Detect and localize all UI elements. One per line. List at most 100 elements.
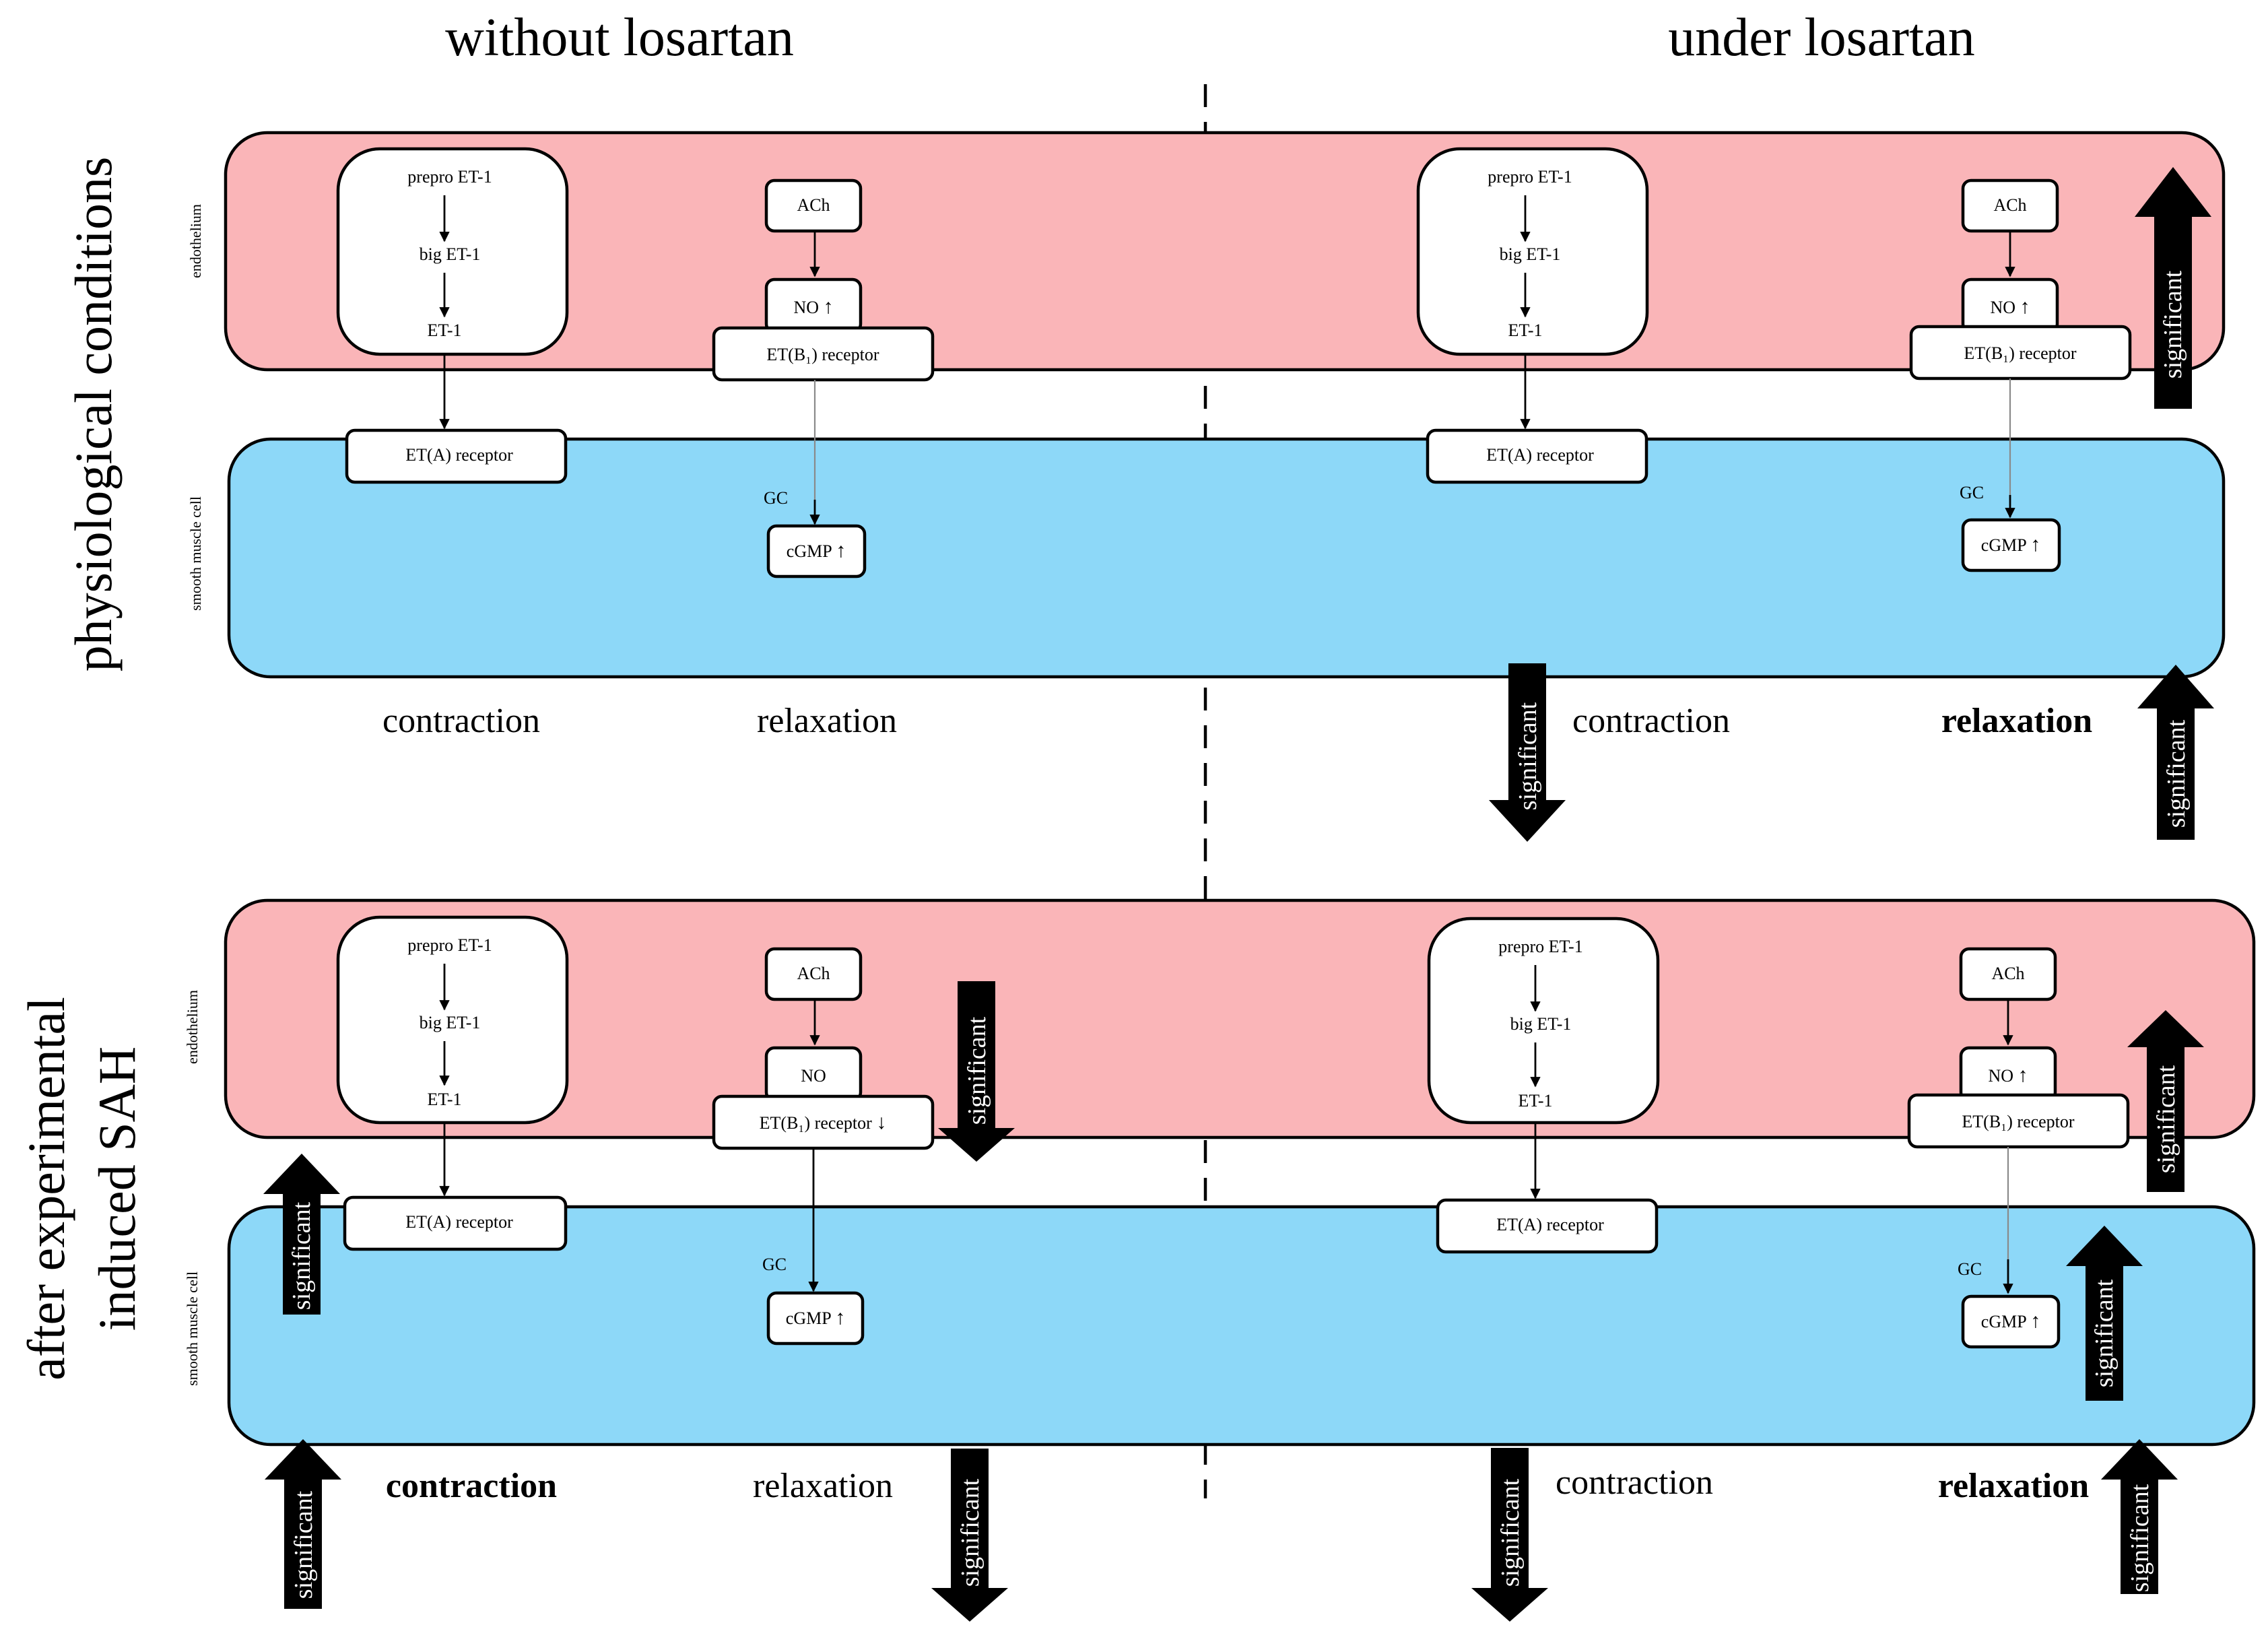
relaxation-outcome: relaxation	[753, 1467, 893, 1505]
prepro-et1-label: prepro ET-1	[1498, 937, 1582, 956]
significant-label: significant	[2090, 1279, 2119, 1387]
significant-down-arrow-contraction: significant	[1489, 663, 1566, 842]
eta-receptor-box	[345, 428, 568, 484]
top-row: endothelium smooth muscle cell prepro ET…	[187, 131, 2226, 842]
no-up-indicator: ↑	[2020, 296, 2030, 318]
endothelium-band-bottom	[224, 898, 2256, 1139]
ach-label: ACh	[1993, 195, 2026, 215]
no-label: NO ↑	[1988, 1064, 2028, 1086]
significant-up-arrow-cgmp: significant	[2066, 1226, 2143, 1401]
big-et1-label: big ET-1	[1510, 1014, 1572, 1034]
endothelium-band-top	[224, 131, 2226, 372]
eta-receptor-label: ET(A) receptor	[1496, 1215, 1604, 1234]
et1-label: ET-1	[427, 321, 461, 340]
etb1-receptor-label: ET(B₁) receptor	[766, 345, 879, 364]
smooth-muscle-band-bottom	[227, 1205, 2256, 1447]
et1-synthesis-box	[1416, 147, 1649, 356]
cgmp-box	[766, 1291, 865, 1346]
cgmp-box	[1961, 518, 2061, 572]
cgmp-label: cGMP ↑	[786, 1306, 845, 1329]
significant-label: significant	[288, 1201, 316, 1310]
no-label: NO ↑	[1990, 296, 2030, 318]
etb1-receptor-label: ET(B₁) receptor ↓	[760, 1111, 887, 1133]
etb1-receptor-box	[712, 1094, 935, 1150]
cgmp-up-indicator: ↑	[2030, 1310, 2040, 1332]
gc-label: GC	[762, 1255, 787, 1274]
row-header-physiological-conditions: physiological conditions	[64, 157, 123, 672]
column-header-under-losartan: under losartan	[1668, 8, 1974, 67]
bottom-row: endothelium smooth muscle cell prepro ET…	[184, 898, 2256, 1622]
cgmp-box	[1961, 1294, 2061, 1349]
et1-synthesis-box	[1427, 917, 1660, 1125]
significant-up-arrow-etb1: significant	[2127, 1010, 2204, 1192]
big-et1-label: big ET-1	[1500, 244, 1561, 264]
et1-synthesis-box	[336, 147, 569, 356]
prepro-et1-label: prepro ET-1	[1488, 167, 1572, 187]
etb1-receptor-box	[1907, 1093, 2130, 1149]
ach-box	[764, 178, 863, 233]
significant-up-arrow-eta: significant	[263, 1154, 340, 1315]
etb1-receptor-box	[712, 326, 935, 382]
et1-label: ET-1	[1508, 321, 1542, 340]
significant-up-arrow-endothelium: significant	[2135, 167, 2211, 409]
significant-up-arrow-relaxation: significant	[2101, 1439, 2178, 1594]
et1-synthesis-box	[336, 915, 569, 1125]
etb1-receptor-box	[1909, 325, 2132, 380]
eta-receptor-label: ET(A) receptor	[405, 1212, 513, 1232]
cgmp-label: cGMP ↑	[1981, 533, 2040, 556]
ach-label: ACh	[797, 964, 830, 983]
panel-bottom-left: prepro ET-1 big ET-1 ET-1 ET(A) receptor…	[263, 915, 1015, 1622]
panel-bottom-right: prepro ET-1 big ET-1 ET-1 ET(A) receptor…	[1427, 917, 2204, 1622]
significant-label: significant	[1514, 702, 1542, 810]
significant-label: significant	[1496, 1478, 1525, 1587]
cgmp-up-indicator: ↑	[836, 539, 846, 562]
etb1-receptor-label: ET(B₁) receptor	[1962, 1112, 2074, 1131]
smooth-muscle-band-top	[227, 437, 2226, 679]
significant-label: significant	[963, 1016, 991, 1125]
etb1-receptor-label: ET(B₁) receptor	[1964, 343, 2076, 363]
no-up-indicator: ↑	[2018, 1064, 2028, 1086]
eta-receptor-box	[343, 1195, 568, 1251]
relaxation-outcome: relaxation	[1941, 702, 2092, 740]
significant-up-arrow-relaxation: significant	[2137, 665, 2214, 840]
et1-label: ET-1	[427, 1090, 461, 1109]
no-label: NO ↑	[793, 296, 833, 318]
significant-down-arrow-contraction: significant	[1471, 1448, 1548, 1622]
cgmp-box	[766, 524, 867, 578]
cgmp-up-indicator: ↑	[835, 1306, 845, 1329]
etb1-down-indicator: ↓	[876, 1111, 886, 1133]
significant-down-arrow-relaxation: significant	[931, 1449, 1008, 1622]
no-up-indicator: ↑	[824, 296, 834, 318]
smooth-muscle-label-top: smooth muscle cell	[187, 496, 204, 611]
eta-receptor-box	[1436, 1198, 1659, 1254]
smooth-muscle-label-bottom: smooth muscle cell	[184, 1271, 201, 1386]
contraction-outcome: contraction	[386, 1467, 557, 1505]
significant-label: significant	[2152, 1065, 2180, 1173]
gc-label: GC	[1958, 1259, 1982, 1279]
row-header-sah-line1: after experimental	[17, 997, 75, 1381]
significant-label: significant	[956, 1478, 985, 1587]
big-et1-label: big ET-1	[420, 244, 481, 264]
eta-receptor-box	[1426, 428, 1648, 484]
panel-top-left: prepro ET-1 big ET-1 ET-1 ET(A) receptor…	[336, 147, 935, 740]
significant-label: significant	[2126, 1484, 2154, 1592]
ach-box	[764, 947, 863, 1001]
eta-receptor-label: ET(A) receptor	[1486, 445, 1594, 465]
contraction-outcome: contraction	[1556, 1463, 1713, 1502]
relaxation-outcome: relaxation	[757, 702, 897, 740]
cgmp-label: cGMP ↑	[1981, 1310, 2040, 1332]
ach-label: ACh	[797, 195, 830, 215]
cgmp-label: cGMP ↑	[787, 539, 846, 562]
contraction-outcome: contraction	[1572, 702, 1730, 740]
significant-up-arrow-contraction: significant	[265, 1439, 341, 1609]
cgmp-up-indicator: ↑	[2030, 533, 2040, 556]
significant-label: significant	[2159, 270, 2187, 378]
significant-down-arrow-etb1: significant	[938, 981, 1015, 1162]
et1-label: ET-1	[1518, 1091, 1552, 1110]
eta-receptor-label: ET(A) receptor	[405, 445, 513, 465]
relaxation-outcome: relaxation	[1938, 1467, 2089, 1505]
no-label: NO	[801, 1066, 826, 1086]
significant-label: significant	[2162, 719, 2191, 828]
